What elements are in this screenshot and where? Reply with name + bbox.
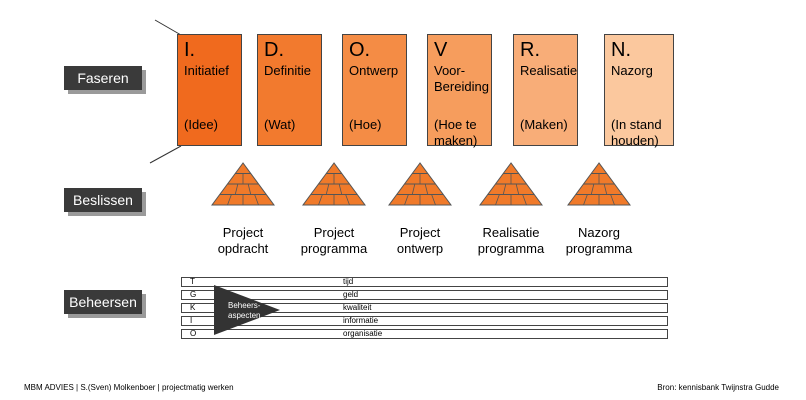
phase-name: Ontwerp (349, 63, 399, 78)
aspect-row-kwaliteit: K kwaliteit (181, 303, 668, 313)
decision-realisatie-programma: Realisatie programma (477, 225, 545, 256)
phase-question: (Hoe te maken) (434, 117, 478, 148)
decision-pyramid-icon (388, 162, 452, 206)
decision-project-opdracht: Project opdracht (217, 225, 269, 256)
aspect-row-tijd: T tijd (181, 277, 668, 287)
aspect-code: K (190, 303, 196, 312)
decision-pyramid-icon (211, 162, 275, 206)
decision-nazorg-programma: Nazorg programma (565, 225, 633, 256)
phase-letter: N. (611, 39, 631, 61)
aspect-code: T (190, 277, 195, 286)
aspect-code: G (190, 290, 197, 299)
decision-pyramid-icon (479, 162, 543, 206)
phase-question: (In stand houden) (611, 117, 662, 148)
phase-letter: O. (349, 39, 371, 61)
phase-voorbereiding: V Voor- Bereiding (Hoe te maken) (427, 34, 492, 148)
beslissen-label: Beslissen (64, 188, 142, 212)
footer-right: Bron: kennisbank Twijnstra Gudde (657, 383, 779, 392)
footer-left: MBM ADVIES | S.(Sven) Molkenboer | proje… (24, 383, 234, 392)
aspect-code: O (190, 329, 197, 338)
phase-name: Initiatief (184, 63, 229, 78)
phase-nazorg: N. Nazorg (In stand houden) (604, 34, 674, 148)
aspect-term: tijd (343, 277, 354, 286)
phase-question: (Idee) (184, 117, 218, 132)
aspect-term: organisatie (343, 329, 383, 338)
phase-name: Nazorg (611, 63, 653, 78)
decision-project-programma: Project programma (300, 225, 368, 256)
faseren-label: Faseren (64, 66, 142, 90)
decision-pyramid-icon (302, 162, 366, 206)
phase-realisatie: R. Realisatie (Maken) (513, 34, 578, 146)
beheersen-label: Beheersen (64, 290, 142, 314)
phase-letter: D. (264, 39, 284, 61)
phase-name: Definitie (264, 63, 311, 78)
beheersaspecten-arrow (214, 285, 280, 335)
decision-pyramid-icon (567, 162, 631, 206)
aspect-term: kwaliteit (343, 303, 372, 312)
phase-question: (Wat) (264, 117, 296, 132)
aspect-term: informatie (343, 316, 379, 325)
phase-question: (Maken) (520, 117, 568, 132)
phase-initiatief: I. Initiatief (Idee) (177, 34, 242, 146)
phase-bracket-lines (149, 19, 182, 164)
aspect-row-geld: G geld (181, 290, 668, 300)
aspect-code: I (190, 316, 193, 325)
phase-letter: V (434, 39, 448, 61)
phase-definitie: D. Definitie (Wat) (257, 34, 322, 146)
phase-question: (Hoe) (349, 117, 382, 132)
beheersaspecten-label: Beheers- aspecten (228, 301, 261, 320)
decision-project-ontwerp: Project ontwerp (396, 225, 444, 256)
aspect-row-informatie: I informatie (181, 316, 668, 326)
aspect-term: geld (343, 290, 359, 299)
decision-pyramids (211, 162, 631, 206)
phase-letter: R. (520, 39, 540, 61)
phase-ontwerp: O. Ontwerp (Hoe) (342, 34, 407, 146)
phase-letter: I. (184, 39, 196, 61)
aspect-row-organisatie: O organisatie (181, 329, 668, 339)
phase-name: Realisatie (520, 63, 578, 78)
phase-name: Voor- Bereiding (434, 63, 489, 94)
